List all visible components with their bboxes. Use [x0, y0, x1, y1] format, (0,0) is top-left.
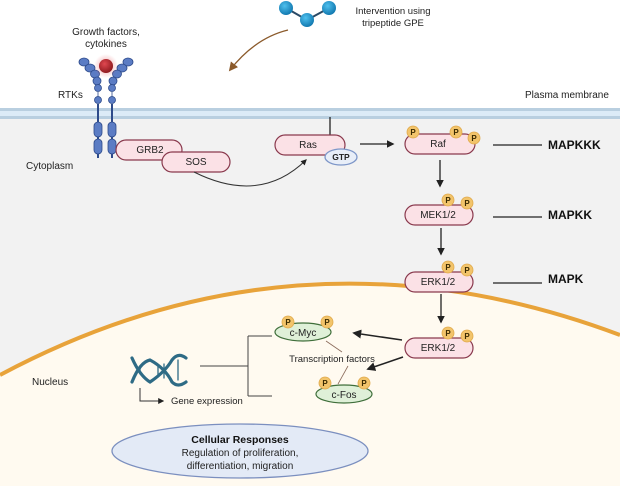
svg-text:ERK1/2: ERK1/2	[421, 277, 456, 288]
rtks-label: RTKs	[58, 90, 83, 101]
svg-text:GTP: GTP	[332, 152, 350, 162]
svg-text:c-Fos: c-Fos	[332, 390, 357, 401]
cellular-responses-line2: differentiation, migration	[187, 461, 294, 472]
ras-protein: Ras	[274, 134, 346, 156]
mapkk-label: MAPKK	[548, 208, 592, 222]
svg-text:P: P	[464, 266, 470, 275]
plasma-membrane	[0, 108, 620, 119]
svg-text:P: P	[464, 199, 470, 208]
mek-protein: MEK1/2	[404, 204, 474, 226]
svg-text:P: P	[464, 332, 470, 341]
svg-text:Ras: Ras	[299, 140, 317, 151]
svg-text:P: P	[445, 329, 451, 338]
intervention-label-line1: Intervention using	[356, 6, 431, 17]
mapk-label: MAPK	[548, 272, 584, 286]
phospho-group: P P	[318, 376, 371, 390]
nucleus-label: Nucleus	[32, 377, 68, 388]
cytoplasm-label: Cytoplasm	[26, 161, 73, 172]
intervention-label-line2: tripeptide GPE	[362, 18, 424, 29]
ligand-icon	[94, 54, 118, 78]
svg-text:MEK1/2: MEK1/2	[420, 210, 456, 221]
tf-pointer-cmyc	[325, 340, 343, 353]
svg-text:P: P	[285, 318, 291, 327]
dna-tf-bracket	[200, 335, 272, 397]
svg-text:GRB2: GRB2	[136, 145, 164, 156]
svg-text:SOS: SOS	[185, 157, 206, 168]
svg-text:P: P	[361, 379, 367, 388]
svg-text:Raf: Raf	[430, 139, 446, 150]
phospho-group: P P	[441, 326, 474, 343]
tf-pointer-cfos	[337, 365, 349, 385]
cellular-responses-line1: Regulation of proliferation,	[182, 448, 299, 459]
erk-nuclear-protein: ERK1/2	[404, 337, 474, 359]
transcription-factors-label: Transcription factors	[289, 354, 375, 365]
svg-text:P: P	[453, 128, 459, 137]
mapkkk-label: MAPKKK	[548, 138, 601, 152]
gene-expression-arrow	[139, 388, 165, 404]
rtk-receptor-icon	[78, 57, 134, 158]
growth-factors-label-line2: cytokines	[85, 39, 127, 50]
nuclear-envelope	[0, 281, 620, 377]
sos-to-ras-arrow	[193, 159, 307, 187]
intervention-arrow	[228, 29, 289, 72]
erk-to-cfos-arrow	[366, 356, 404, 371]
phospho-group: P P P	[406, 125, 481, 145]
svg-text:P: P	[324, 318, 330, 327]
cfos-transcription-factor: c-Fos	[315, 384, 373, 404]
svg-text:P: P	[322, 379, 328, 388]
phospho-group: P P	[441, 260, 474, 277]
gtp-badge: GTP	[324, 148, 358, 166]
cellular-responses-title: Cellular Responses	[191, 434, 289, 446]
erk-to-cmyc-arrow	[352, 329, 403, 341]
plasma-membrane-label: Plasma membrane	[525, 90, 609, 101]
svg-text:P: P	[445, 263, 451, 272]
phospho-group: P P	[281, 315, 334, 329]
dna-icon	[130, 353, 188, 387]
svg-text:P: P	[410, 128, 416, 137]
sos-protein: SOS	[161, 151, 231, 173]
svg-text:P: P	[471, 134, 477, 143]
svg-text:P: P	[445, 196, 451, 205]
svg-text:ERK1/2: ERK1/2	[421, 343, 456, 354]
erk-cytoplasm-protein: ERK1/2	[404, 271, 474, 293]
growth-factors-label-line1: Growth factors,	[72, 27, 140, 38]
cellular-responses-ellipse: Cellular Responses Regulation of prolife…	[111, 423, 369, 479]
gene-expression-label: Gene expression	[171, 396, 243, 407]
svg-text:c-Myc: c-Myc	[290, 328, 317, 339]
tripeptide-gpe-icon	[279, 1, 336, 27]
phospho-group: P P	[441, 193, 474, 210]
